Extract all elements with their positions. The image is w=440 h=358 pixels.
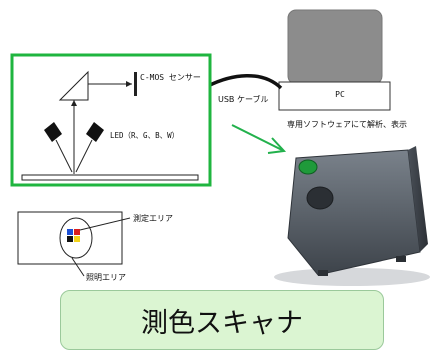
led-left-beam <box>55 139 73 173</box>
led-right-beam <box>75 139 93 173</box>
device-shadow <box>274 268 430 286</box>
device-foot-left <box>318 270 328 276</box>
sensor-diagram <box>21 70 199 181</box>
software-label: 専用ソフトウェアにて解析、表示 <box>287 120 407 129</box>
pc-icon <box>278 9 391 111</box>
usb-cable-label: USB ケーブル <box>218 95 269 104</box>
arrow-head <box>267 137 287 154</box>
sample-area-diagram <box>17 211 131 277</box>
cmos-sensor-label: C-MOS センサー <box>140 73 201 82</box>
title-text: 測色スキャナ <box>141 307 303 339</box>
device-body <box>287 149 421 276</box>
vertical-arrow-head <box>71 100 77 106</box>
illumination-area-label: 照明エリア <box>86 273 126 282</box>
led-right-icon <box>86 122 104 142</box>
measurement-area-label: 測定エリア <box>133 214 173 223</box>
measurement-leader-line <box>79 217 131 231</box>
title-banner: 測色スキャナ <box>60 290 384 350</box>
device-button <box>298 159 318 175</box>
cmos-sensor <box>134 72 137 96</box>
measurement-patch-black <box>67 236 73 242</box>
device-aperture <box>306 186 334 210</box>
pointer-arrow-icon <box>231 124 287 154</box>
measurement-patch-yellow <box>74 236 80 242</box>
led-label: LED（R、G、B、W） <box>110 131 180 140</box>
pc-screen <box>287 9 383 85</box>
pc-label: PC <box>335 90 345 99</box>
led-left-icon <box>44 122 62 142</box>
color-scanner-device-icon <box>274 146 430 286</box>
pc-base <box>278 81 391 111</box>
light-arrow-head <box>126 81 132 87</box>
usb-cable <box>207 74 283 90</box>
measurement-patch-red <box>74 229 80 235</box>
illumination-leader-line <box>71 257 85 277</box>
device-foot-right <box>396 256 406 262</box>
measurement-patch-blue <box>67 229 73 235</box>
device-side <box>408 146 428 252</box>
arrow-shaft <box>231 124 283 151</box>
sample-surface <box>21 174 199 181</box>
sensor-diagram-frame <box>10 53 212 187</box>
